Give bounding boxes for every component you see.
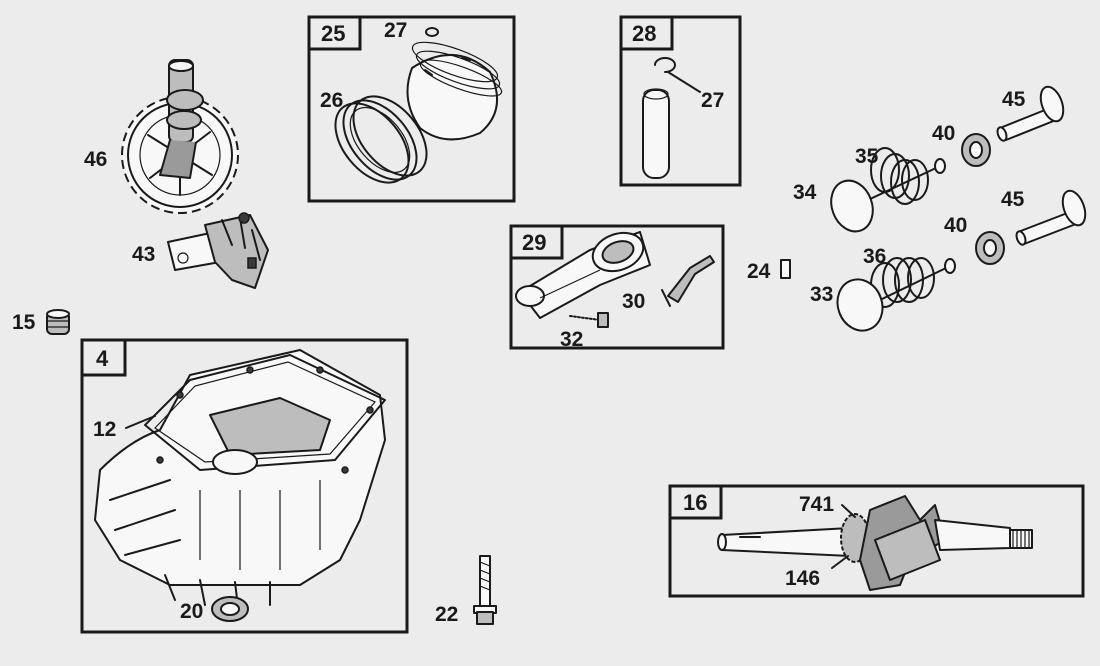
callout-45-top: 45 (1002, 88, 1026, 111)
callout-40-bottom: 40 (944, 214, 967, 237)
box-crankcase (80, 338, 409, 634)
box-number-29: 29 (522, 230, 546, 255)
callout-36: 36 (863, 245, 886, 268)
box-number-4: 4 (96, 346, 109, 371)
callout-12: 12 (93, 418, 116, 441)
callout-22: 22 (435, 603, 458, 626)
callout-741: 741 (799, 493, 834, 516)
box-number-16: 16 (683, 490, 707, 515)
callout-43: 43 (132, 243, 155, 266)
box-crankshaft (668, 484, 1085, 598)
callout-46: 46 (84, 148, 107, 171)
callout-146: 146 (785, 567, 820, 590)
box-piston (307, 15, 516, 203)
box-number-28: 28 (632, 21, 656, 46)
callout-26: 26 (320, 89, 343, 112)
callout-15: 15 (12, 311, 36, 334)
oil-seal-drawing (211, 596, 249, 622)
callout-35: 35 (855, 145, 879, 168)
camshaft-gear-drawing (121, 59, 239, 214)
box-connecting-rod (509, 224, 725, 350)
callout-27-piston: 27 (384, 19, 407, 42)
box-piston-pin (619, 15, 742, 187)
valve-train-drawing (830, 85, 1087, 332)
callout-33: 33 (810, 283, 833, 306)
callout-20: 20 (180, 600, 203, 623)
bolt-drawing (473, 555, 497, 625)
callout-32: 32 (560, 328, 583, 351)
callout-30: 30 (622, 290, 645, 313)
callout-27-pin: 27 (701, 89, 724, 112)
callout-34: 34 (793, 181, 817, 204)
key-drawing (780, 259, 791, 279)
box-number-25: 25 (321, 21, 345, 46)
callout-24: 24 (747, 260, 771, 283)
governor-drawing (167, 212, 269, 289)
callout-40-top: 40 (932, 122, 955, 145)
plug-drawing (46, 309, 70, 335)
callout-45-bottom: 45 (1001, 188, 1025, 211)
leader-lines (125, 415, 856, 569)
